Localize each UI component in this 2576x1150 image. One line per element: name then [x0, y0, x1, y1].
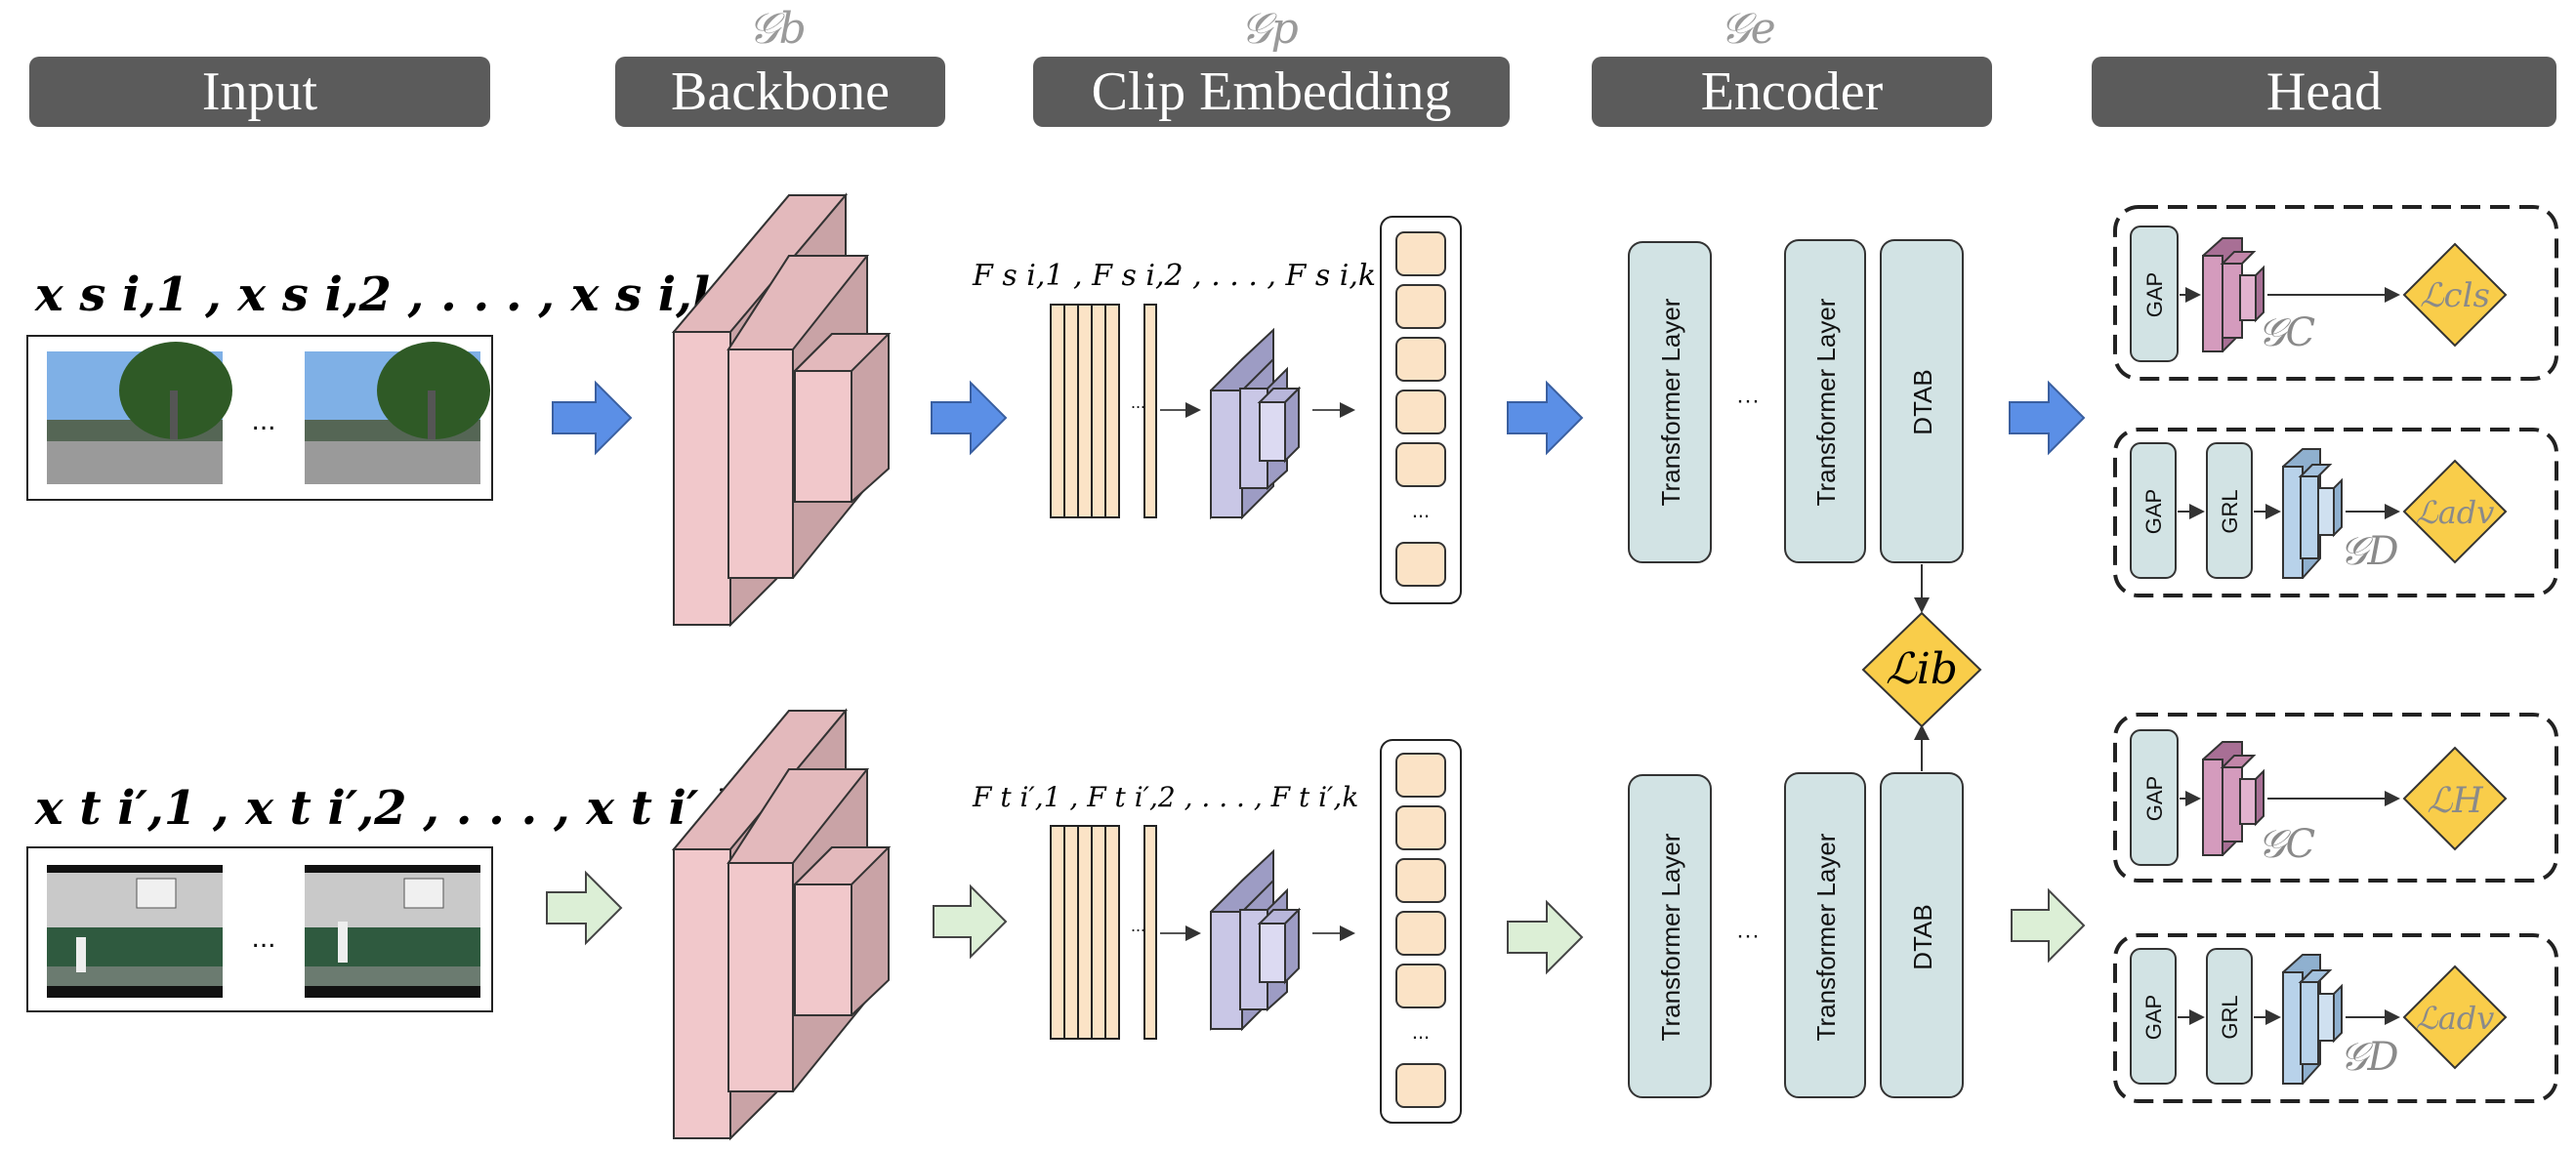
target-tokens-ellipsis: ... [1412, 1019, 1430, 1044]
section-clip-embedding: 𝒢p Clip Embedding [1033, 4, 1510, 127]
target-transformer-layer-2: Transformer Layer [1811, 833, 1841, 1041]
loss-ib-label: ℒib [1886, 644, 1958, 694]
source-encoder: Transformer Layer ··· Transformer Layer … [1628, 239, 1964, 563]
source-clip-block [1210, 327, 1302, 520]
source-cls-gc: 𝒢C [2258, 310, 2315, 355]
source-feature-label: F s i,1 , F s i,2 , . . . , F s i,k [972, 259, 1376, 293]
target-input-label: x t i′,1 , x t i′,2 , . . . , x t i′,k [34, 781, 747, 836]
target-transformer-layer-1: Transformer Layer [1656, 833, 1685, 1041]
source-adv-loss: ℒadv [2416, 494, 2495, 531]
target-h-loss: ℒH [2427, 781, 2483, 821]
source-transformer-layer-1: Transformer Layer [1656, 298, 1685, 506]
target-frames-ellipsis: ... [251, 922, 275, 954]
section-clip-symbol: 𝒢p [1240, 4, 1299, 54]
target-feature-label: F t i′,1 , F t i′,2 , . . . , F t i′,k [972, 781, 1358, 813]
target-arrow-3 [1507, 899, 1584, 975]
section-backbone-label: Backbone [671, 62, 890, 122]
target-adv-loss: ℒadv [2416, 1000, 2495, 1037]
source-frames-ellipsis: ... [251, 404, 275, 436]
section-head: Head [2092, 57, 2556, 127]
source-adv-head: GAP GRL 𝒢D ℒadv [2113, 428, 2558, 597]
source-frames: ... [26, 335, 493, 501]
source-adv-gap: GAP [2141, 489, 2166, 534]
target-h-gc: 𝒢C [2258, 822, 2315, 867]
target-adv-grl: GRL [2218, 995, 2242, 1039]
source-strips-ellipsis: ... [1131, 392, 1145, 412]
source-arrow-3 [1507, 380, 1584, 456]
target-clip-block [1210, 848, 1302, 1032]
target-dtab: DTAB [1908, 904, 1937, 969]
source-encoder-ellipsis: ··· [1736, 388, 1760, 414]
source-cls-gap: GAP [2142, 272, 2167, 317]
source-adv-gd: 𝒢D [2340, 529, 2399, 574]
source-arrow-2 [931, 380, 1008, 456]
source-backbone-block [671, 192, 892, 628]
source-arrow-1 [552, 380, 633, 456]
source-transformer-layer-2: Transformer Layer [1811, 298, 1841, 506]
target-h-gap: GAP [2142, 776, 2167, 821]
source-token-column: ... [1380, 216, 1462, 604]
section-head-label: Head [2266, 62, 2382, 122]
section-backbone-symbol: 𝒢b [748, 4, 807, 54]
target-arrow-2 [933, 883, 1008, 960]
source-cls-head: GAP 𝒢C ℒcls [2113, 205, 2558, 381]
section-encoder-symbol: 𝒢e [1720, 4, 1775, 54]
section-encoder: 𝒢e Encoder [1592, 4, 1992, 127]
target-h-head: GAP 𝒢C ℒH [2113, 713, 2558, 883]
section-encoder-label: Encoder [1701, 62, 1884, 122]
section-clip-label: Clip Embedding [1092, 62, 1452, 122]
target-arrow-4 [2011, 887, 2086, 964]
target-strips-ellipsis: ... [1131, 916, 1145, 935]
source-arrow-4 [2009, 380, 2086, 456]
section-input-label: Input [202, 62, 318, 122]
target-frames: ... [26, 846, 493, 1012]
loss-ib: ℒib [1861, 564, 1982, 771]
target-adv-head: GAP GRL 𝒢D ℒadv [2113, 933, 2558, 1103]
target-encoder: Transformer Layer ··· Transformer Layer … [1628, 772, 1964, 1098]
section-backbone: 𝒢b Backbone [615, 4, 945, 127]
source-input-label: x s i,1 , x s i,2 , . . . , x s i,k [34, 267, 725, 322]
target-adv-gd: 𝒢D [2340, 1035, 2399, 1080]
source-feature-strips: ... [1050, 304, 1157, 518]
target-arrow-1 [546, 870, 623, 946]
source-cls-loss: ℒcls [2420, 276, 2490, 315]
source-tokens-ellipsis: ... [1412, 498, 1430, 522]
target-adv-gap: GAP [2141, 995, 2166, 1040]
source-dtab: DTAB [1908, 369, 1937, 434]
target-encoder-ellipsis: ··· [1736, 923, 1760, 949]
target-feature-strips: ... [1050, 825, 1157, 1040]
section-input: Input [29, 57, 490, 127]
source-adv-grl: GRL [2218, 489, 2242, 533]
target-backbone-block [671, 708, 892, 1141]
target-token-column: ... [1380, 739, 1462, 1124]
